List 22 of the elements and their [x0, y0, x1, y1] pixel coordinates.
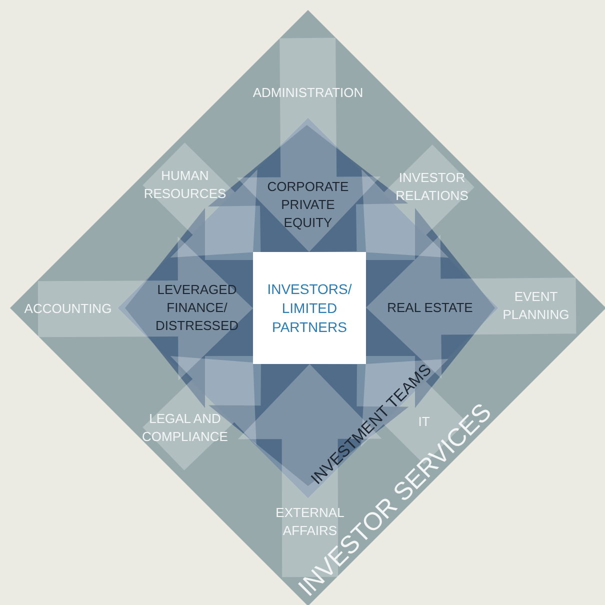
department-label: ADMINISTRATION	[238, 84, 378, 102]
department-label: LEGAL AND COMPLIANCE	[130, 410, 240, 446]
block-arrow	[208, 364, 409, 486]
block-arrow	[142, 356, 256, 470]
department-label: ACCOUNTING	[18, 300, 118, 318]
department-label: CORPORATE PRIVATE EQUITY	[258, 178, 358, 232]
department-label: LEVERAGED FINANCE/ DISTRESSED	[147, 281, 247, 335]
department-label: HUMAN RESOURCES	[130, 167, 240, 203]
block-arrow	[38, 236, 253, 380]
center-box: INVESTORS/ LIMITED PARTNERS	[253, 252, 366, 364]
block-arrow	[208, 125, 408, 253]
block-arrow	[142, 142, 258, 258]
block-arrow	[361, 358, 466, 464]
department-label: EVENT PLANNING	[491, 288, 581, 324]
department-label: REAL ESTATE	[380, 299, 480, 317]
block-arrow	[366, 234, 576, 379]
block-arrow	[362, 144, 474, 258]
block-arrow	[238, 364, 382, 578]
block-arrow	[366, 208, 495, 408]
block-arrow	[236, 38, 381, 252]
department-label: INVESTOR RELATIONS	[377, 169, 487, 205]
block-arrow	[125, 208, 253, 408]
